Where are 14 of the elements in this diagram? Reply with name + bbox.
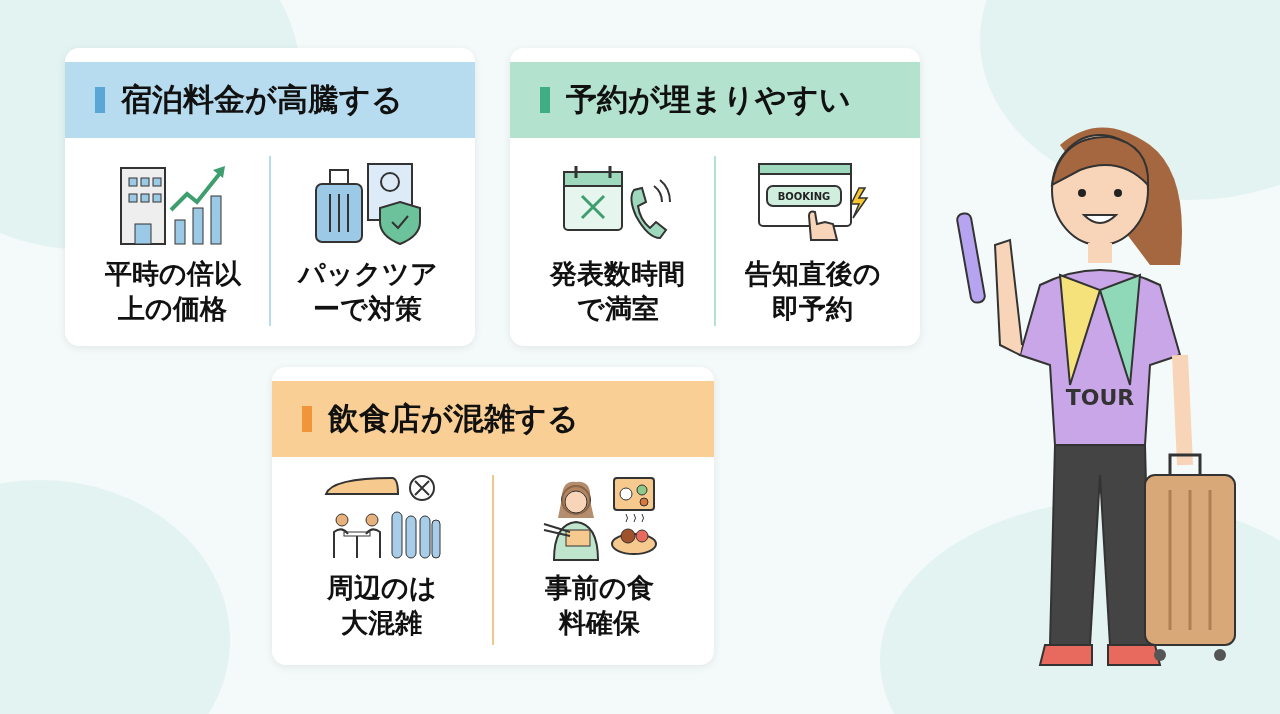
shirt-text: TOUR — [1065, 385, 1135, 410]
booking-button: BOOKING — [765, 185, 842, 207]
card-heading: 宿泊料金が高騰する — [121, 80, 403, 119]
item-text: 平時の倍以上の価格 — [103, 257, 242, 327]
item-text: 告知直後の即予約 — [743, 257, 882, 327]
item-text: 周辺のは大混雑 — [326, 571, 437, 641]
topic-card — [272, 367, 714, 665]
card-heading: 予約が埋まりやすい — [566, 80, 851, 119]
topic-card — [65, 48, 475, 346]
card-heading: 飲食店が混雑する — [328, 399, 579, 438]
item-text: 事前の食料確保 — [544, 571, 655, 641]
item-text: パックツアーで対策 — [296, 257, 439, 327]
item-text: 発表数時間で満室 — [548, 257, 686, 327]
topic-card — [510, 48, 920, 346]
